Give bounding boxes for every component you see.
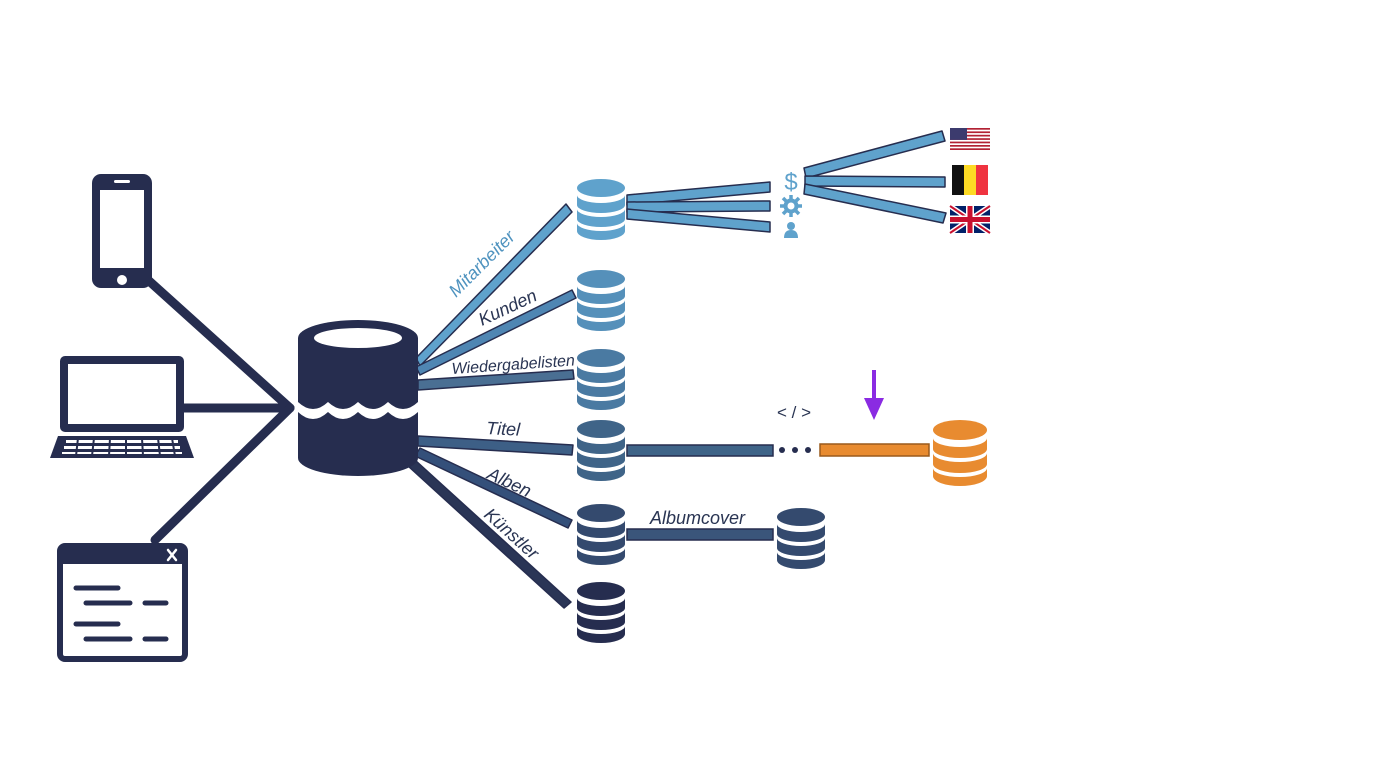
database-artists-icon xyxy=(577,582,625,643)
code-symbol: < / > xyxy=(777,403,811,422)
browser-window-icon xyxy=(57,543,188,662)
database-albumcover-icon xyxy=(777,508,825,569)
arrow-down-icon xyxy=(864,370,884,420)
close-icon xyxy=(166,548,178,562)
employee-facet-connectors xyxy=(626,130,947,233)
database-tracks-icon xyxy=(577,420,625,481)
smartphone-icon xyxy=(92,174,152,288)
albumcover-connector xyxy=(626,528,774,541)
us-flag-icon xyxy=(950,128,990,150)
ellipsis-icon xyxy=(779,447,811,453)
database-employees-icon xyxy=(577,179,625,240)
gear-icon xyxy=(780,195,802,217)
data-lake-icon xyxy=(298,320,418,476)
table-connectors xyxy=(407,203,577,609)
database-albums-icon xyxy=(577,504,625,565)
uk-flag-icon xyxy=(948,203,992,236)
orange-pipeline-bar xyxy=(819,443,930,457)
tracks-pipeline-bar xyxy=(626,444,774,457)
label-albumcover: Albumcover xyxy=(649,508,746,528)
laptop-icon xyxy=(50,356,194,458)
database-customers-icon xyxy=(577,270,625,331)
belgium-flag-icon xyxy=(952,165,988,195)
label-tracks: Titel xyxy=(486,418,522,440)
person-icon xyxy=(784,222,798,238)
device-connectors xyxy=(143,275,295,545)
database-orange-icon xyxy=(933,420,987,486)
database-playlists-icon xyxy=(577,349,625,410)
dollar-icon: $ xyxy=(784,169,797,196)
